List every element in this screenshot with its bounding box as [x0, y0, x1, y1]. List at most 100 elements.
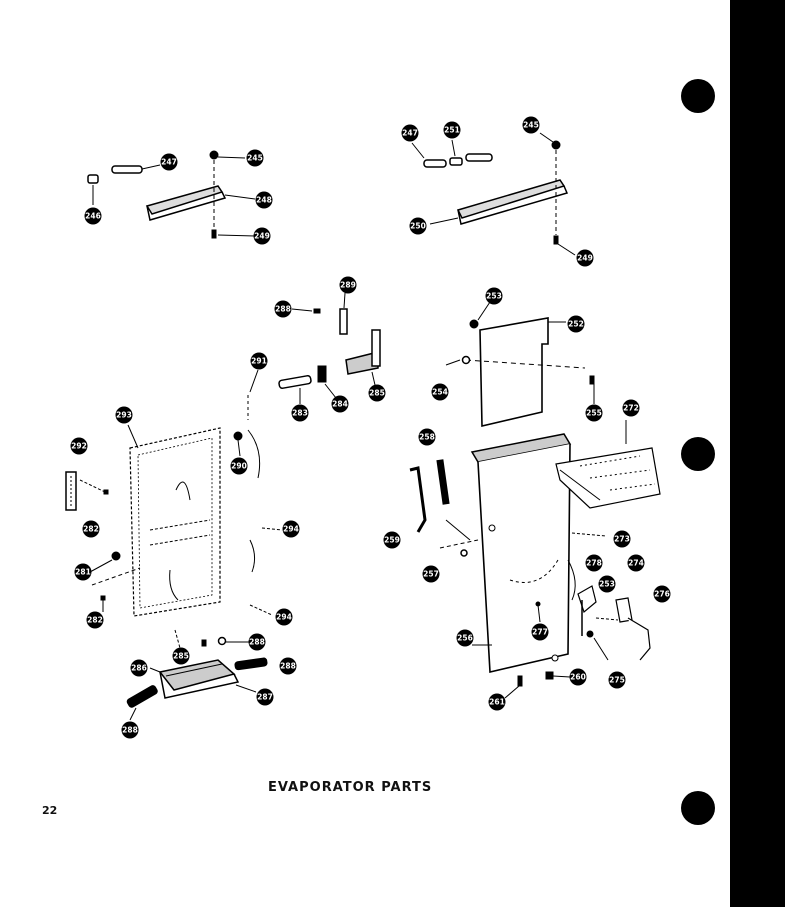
callout-245: 245: [522, 116, 540, 134]
svg-text:272: 272: [623, 404, 639, 413]
callout-282: 282: [86, 611, 104, 629]
callout-255: 255: [585, 404, 603, 422]
callout-294: 294: [275, 608, 293, 626]
callout-257: 257: [422, 565, 440, 583]
shelf-bracket-part: [555, 447, 661, 509]
callout-248: 248: [255, 191, 273, 209]
callout-276: 276: [653, 585, 671, 603]
svg-text:294: 294: [276, 613, 292, 622]
callout-250: 250: [409, 217, 427, 235]
callout-285: 285: [172, 647, 190, 665]
callout-284: 284: [331, 395, 349, 413]
svg-text:251: 251: [444, 126, 460, 135]
svg-text:245: 245: [523, 121, 539, 130]
callout-289: 289: [339, 276, 357, 294]
callout-246: 246: [84, 207, 102, 225]
callout-249: 249: [253, 227, 271, 245]
svg-text:245: 245: [247, 154, 263, 163]
callout-272: 272: [622, 399, 640, 417]
svg-text:253: 253: [486, 292, 502, 301]
svg-text:281: 281: [75, 568, 91, 577]
callout-249: 249: [576, 249, 594, 267]
callout-275: 275: [608, 671, 626, 689]
callout-274: 274: [627, 554, 645, 572]
cap-part: [209, 150, 219, 160]
callout-286: 286: [130, 659, 148, 677]
pin-part: [465, 153, 493, 162]
callout-288: 288: [121, 721, 139, 739]
callout-259: 259: [383, 531, 401, 549]
svg-text:285: 285: [173, 652, 189, 661]
callout-261: 261: [488, 693, 506, 711]
callout-245: 245: [246, 149, 264, 167]
callout-294: 294: [282, 520, 300, 538]
svg-text:274: 274: [628, 559, 644, 568]
punch-hole-bottom: [681, 791, 715, 825]
svg-text:257: 257: [423, 570, 439, 579]
callout-288: 288: [248, 633, 266, 651]
svg-text:288: 288: [275, 305, 291, 314]
svg-text:250: 250: [410, 222, 426, 231]
callout-285: 285: [368, 384, 386, 402]
svg-text:254: 254: [432, 388, 448, 397]
svg-text:261: 261: [489, 698, 505, 707]
pin-part: [449, 157, 463, 166]
callout-247: 247: [401, 124, 419, 142]
left-door-assembly: [65, 369, 283, 649]
gasket-strip-part: [65, 471, 77, 511]
svg-text:284: 284: [332, 400, 348, 409]
svg-text:288: 288: [249, 638, 265, 647]
callout-260: 260: [569, 668, 587, 686]
svg-text:246: 246: [85, 212, 101, 221]
svg-text:247: 247: [161, 158, 177, 167]
svg-text:290: 290: [231, 462, 247, 471]
callout-256: 256: [456, 629, 474, 647]
punch-hole-middle: [681, 437, 715, 471]
callout-292: 292: [70, 437, 88, 455]
svg-text:276: 276: [654, 590, 670, 599]
callout-288: 288: [274, 300, 292, 318]
top-left-hinge-group: [87, 150, 256, 239]
pin-part: [423, 159, 447, 168]
callout-293: 293: [115, 406, 133, 424]
cap-part: [551, 140, 561, 150]
svg-text:275: 275: [609, 676, 625, 685]
svg-text:287: 287: [257, 693, 273, 702]
callout-277: 277: [531, 623, 549, 641]
callout-254: 254: [431, 383, 449, 401]
callout-282: 282: [82, 520, 100, 538]
door-liner-part: [129, 427, 221, 617]
svg-text:247: 247: [402, 129, 418, 138]
svg-text:249: 249: [254, 232, 270, 241]
callout-258: 258: [418, 428, 436, 446]
top-right-hinge-group: [411, 132, 576, 256]
callout-247: 247: [160, 153, 178, 171]
svg-text:256: 256: [457, 634, 473, 643]
page-number: 22: [42, 804, 58, 817]
svg-text:278: 278: [586, 559, 602, 568]
callout-287: 287: [256, 688, 274, 706]
binding-edge: [730, 0, 785, 907]
callout-273: 273: [613, 530, 631, 548]
svg-text:293: 293: [116, 411, 132, 420]
callout-290: 290: [230, 457, 248, 475]
svg-text:273: 273: [614, 535, 630, 544]
svg-text:258: 258: [419, 433, 435, 442]
svg-text:283: 283: [292, 409, 308, 418]
svg-text:288: 288: [122, 726, 138, 735]
callout-labels: 247 245 246 248 249 247 251 245 250 249 …: [70, 116, 671, 739]
pin-part: [111, 165, 143, 174]
svg-text:260: 260: [570, 673, 586, 682]
callout-253: 253: [598, 575, 616, 593]
evaporator-plate-part: [477, 443, 571, 673]
svg-text:288: 288: [280, 662, 296, 671]
svg-text:285: 285: [369, 389, 385, 398]
right-evaporator-assembly: [409, 301, 661, 699]
svg-text:277: 277: [532, 628, 548, 637]
callout-283: 283: [291, 404, 309, 422]
svg-text:249: 249: [577, 254, 593, 263]
pin-part: [87, 174, 99, 184]
handle-parts-group: [278, 292, 381, 404]
